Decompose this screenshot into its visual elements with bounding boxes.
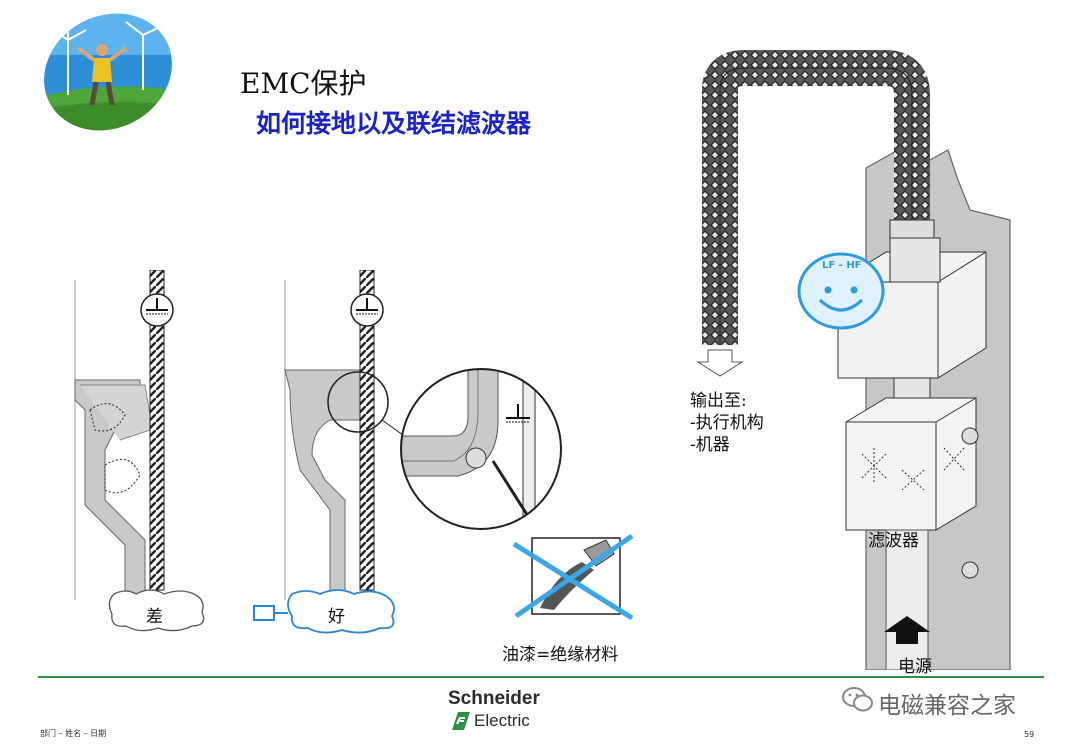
brand-mark-icon xyxy=(452,712,470,730)
good-label: 好 xyxy=(328,607,345,627)
footer-divider xyxy=(38,676,1044,678)
bad-label: 差 xyxy=(146,607,163,627)
output-line-1: 输出至: xyxy=(690,391,747,411)
schneider-electric-logo: Schneider Electric xyxy=(448,688,568,734)
lf-hf-smiley-badge xyxy=(797,252,885,330)
paint-brush-crossed-icon xyxy=(512,533,634,621)
page-subtitle: 如何接地以及联结滤波器 xyxy=(256,109,532,138)
logo-image xyxy=(38,10,178,135)
page-title: EMC保护 xyxy=(240,67,367,100)
page-number: 59 xyxy=(1024,730,1035,739)
paint-label: 油漆=绝缘材料 xyxy=(502,645,619,665)
output-line-3: -机器 xyxy=(690,435,730,455)
brand-sub: Electric xyxy=(474,711,530,730)
filter-label: 滤波器 xyxy=(868,531,919,551)
bad-label-cloud xyxy=(108,589,205,632)
watermark-text: 电磁兼容之家 xyxy=(878,693,1016,719)
wechat-icon xyxy=(842,687,873,712)
brand-name: Schneider xyxy=(448,688,540,709)
bolt-detail-zoom xyxy=(400,368,562,530)
output-line-2: -执行机构 xyxy=(690,413,764,433)
power-label: 电源 xyxy=(898,657,932,677)
filter-connection-diagram xyxy=(696,50,1011,670)
lf-hf-label: LF - HF xyxy=(822,260,862,271)
good-grounding-diagram xyxy=(284,270,410,600)
footer-meta: 部门 – 姓名 – 日期 xyxy=(40,729,107,738)
bad-grounding-diagram xyxy=(74,270,174,600)
good-label-cloud xyxy=(253,589,395,634)
